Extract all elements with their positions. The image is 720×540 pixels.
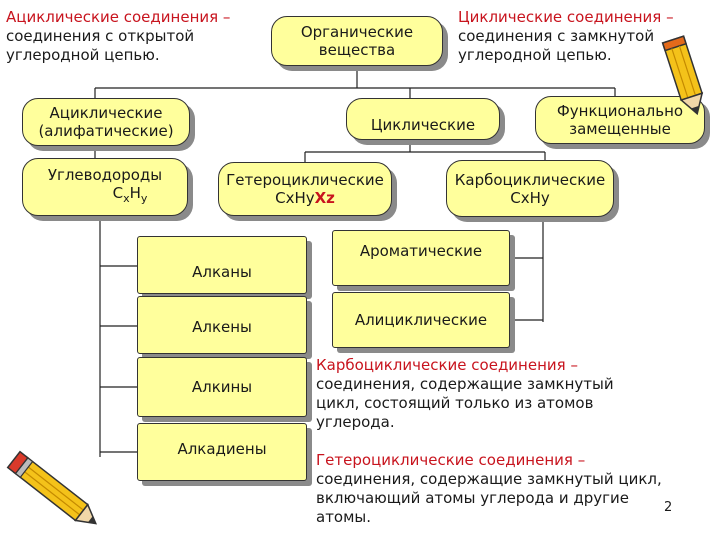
- box-organic-line1: Органические: [300, 23, 414, 41]
- box-functional: Функционально замещенные: [535, 96, 705, 144]
- box-hetero-formula: CxHyXz: [226, 189, 384, 207]
- box-carbo-formula: CxHy: [510, 188, 550, 207]
- box-alkynes-label: Алкины: [191, 378, 253, 396]
- box-functional-line2: замещенные: [569, 120, 671, 138]
- formula-y: y: [140, 192, 148, 205]
- definition-carbocyclic-term: Карбоциклические соединения –: [316, 356, 578, 374]
- box-alkenes-label: Алкены: [192, 318, 252, 336]
- box-acyclic: Ациклические (алифатические): [22, 98, 190, 146]
- box-hetero-line1: Гетероциклические: [226, 171, 384, 189]
- formula-x: x: [123, 192, 130, 205]
- definition-acyclic-term: Ациклические соединения –: [6, 8, 231, 26]
- box-functional-line1: Функционально: [556, 102, 684, 120]
- box-carbo-line1: Карбоциклические: [454, 170, 606, 189]
- box-hydrocarbons-formula: CxHy: [48, 184, 162, 208]
- definition-cyclic-term: Циклические соединения –: [458, 8, 674, 26]
- definition-heterocyclic-text: соединения, содержащие замкнутый цикл, в…: [316, 470, 662, 526]
- definition-heterocyclic: Гетероциклические соединения – соединени…: [316, 451, 671, 527]
- pencil-icon: [6, 450, 98, 525]
- box-cyclic-label: Циклические: [370, 116, 476, 134]
- definition-acyclic-text: соединения с открытой углеродной цепью.: [6, 27, 195, 64]
- definition-carbocyclic-text: соединения, содержащие замкнутый цикл, с…: [316, 375, 614, 431]
- definition-cyclic-text: соединения с замкнутой углеродной цепью.: [458, 27, 655, 64]
- formula-xz: Xz: [314, 189, 335, 207]
- box-aromatic-label: Ароматические: [359, 242, 483, 260]
- box-hydrocarbons-label: Углеводороды: [47, 166, 163, 184]
- box-alkadienes: Алкадиены: [137, 423, 307, 481]
- box-alicyclic: Алициклические: [332, 292, 510, 348]
- page-number: 2: [664, 500, 673, 515]
- box-hydrocarbons: Углеводороды CxHy: [22, 158, 188, 216]
- definition-cyclic: Циклические соединения – соединения с за…: [458, 8, 708, 65]
- box-alicyclic-label: Алициклические: [354, 311, 488, 329]
- definition-acyclic: Ациклические соединения – соединения с о…: [6, 8, 272, 65]
- formula-h: H: [129, 184, 141, 202]
- box-carbocyclic: Карбоциклические CxHy: [446, 160, 614, 217]
- formula-c: C: [112, 184, 124, 202]
- pencil-icon: [661, 35, 704, 116]
- box-cyclic: Циклические: [346, 98, 500, 140]
- box-acyclic-line1: Ациклические: [49, 104, 163, 122]
- box-alkanes-label: Алканы: [192, 263, 252, 281]
- definition-heterocyclic-term: Гетероциклические соединения –: [316, 451, 586, 469]
- box-alkanes: Алканы: [137, 236, 307, 294]
- formula-cxhy: CxHy: [275, 189, 315, 207]
- box-aromatic: Ароматические: [332, 230, 510, 286]
- box-organic-line2: вещества: [318, 41, 396, 59]
- definition-carbocyclic: Карбоциклические соединения – соединения…: [316, 356, 656, 432]
- box-organic-substances: Органические вещества: [271, 16, 443, 66]
- box-alkadienes-label: Алкадиены: [177, 440, 267, 458]
- box-acyclic-line2: (алифатические): [38, 122, 174, 140]
- box-alkenes: Алкены: [137, 296, 307, 354]
- box-heterocyclic: Гетероциклические CxHyXz: [218, 162, 392, 216]
- box-alkynes: Алкины: [137, 357, 307, 417]
